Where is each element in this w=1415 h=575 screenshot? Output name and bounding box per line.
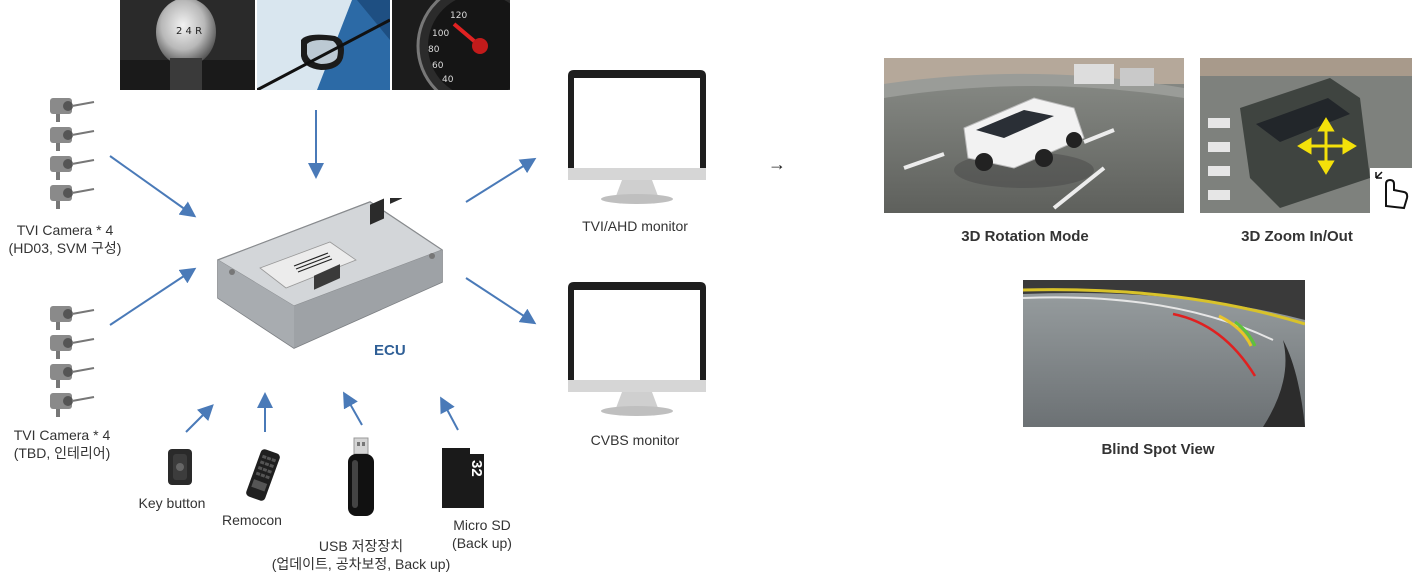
svg-text:60: 60 [432, 61, 444, 71]
svg-text:120: 120 [450, 11, 467, 21]
camera-group-1-label: TVI Camera * 4 (HD03, SVM 구성) [0, 221, 130, 257]
svg-text:40: 40 [442, 75, 454, 85]
arrow-ecu-to-monitor2 [465, 277, 537, 325]
camera-icon [50, 306, 95, 417]
rotation-mode-image [884, 58, 1184, 213]
speedometer-photo: 100 80 60 40 120 [392, 0, 510, 90]
camera-group-1-line1: TVI Camera * 4 [16, 222, 114, 238]
micro-sd-label-line1: Micro SD [453, 517, 511, 533]
camera-group-2 [44, 302, 104, 420]
ecu-label: ECU [374, 342, 406, 359]
micro-sd-label-line2: (Back up) [452, 535, 512, 551]
gear-shift-photo: 2 4 R [120, 0, 255, 90]
micro-sd-image: 32 [440, 446, 486, 510]
monitor-2-label: CVBS monitor [590, 432, 680, 448]
zoom-mode-image [1200, 58, 1412, 213]
arrow-sd-to-ecu [440, 396, 459, 431]
remocon-image [244, 446, 282, 504]
arrow-usb-to-ecu [343, 391, 363, 426]
camera-group-1-line2: (HD03, SVM 구성) [8, 240, 122, 256]
usb-label-line1: USB 저장장치 [318, 538, 404, 554]
svg-text:100: 100 [432, 29, 449, 39]
flow-arrow: → [768, 154, 786, 174]
camera-group-2-line1: TVI Camera * 4 [13, 427, 111, 443]
blind-spot-caption: Blind Spot View [1101, 441, 1215, 458]
arrow-camera1-to-ecu [109, 155, 197, 218]
camera-icon [50, 98, 95, 209]
monitor-1-image [560, 68, 710, 208]
usb-label: USB 저장장치 (업데이트, 공차보정, Back up) [250, 537, 472, 573]
arrow-ecu-to-monitor1 [465, 157, 537, 203]
micro-sd-label: Micro SD (Back up) [430, 516, 534, 552]
side-mirror-photo [257, 0, 390, 90]
ecu-unit-image [210, 198, 450, 358]
svg-text:80: 80 [428, 45, 440, 55]
usb-drive-image [344, 436, 378, 520]
rotation-mode-caption: 3D Rotation Mode [961, 228, 1089, 245]
remocon-label: Remocon [222, 512, 282, 528]
svg-text:2 4 R: 2 4 R [176, 26, 202, 37]
camera-group-1 [44, 94, 104, 212]
monitor-1-label: TVI/AHD monitor [582, 218, 688, 234]
key-button-label: Key button [138, 495, 206, 511]
camera-group-2-label: TVI Camera * 4 (TBD, 인테리어) [0, 426, 124, 462]
blind-spot-image [1023, 280, 1305, 427]
key-button-image [167, 448, 193, 486]
zoom-mode-caption: 3D Zoom In/Out [1241, 228, 1353, 245]
camera-group-2-line2: (TBD, 인테리어) [13, 445, 111, 461]
usb-label-line2: (업데이트, 공차보정, Back up) [271, 556, 451, 572]
micro-sd-capacity: 32 [468, 460, 485, 477]
arrow-key-to-ecu [185, 404, 214, 433]
arrow-camera2-to-ecu [109, 267, 197, 326]
monitor-2-image [560, 280, 710, 420]
